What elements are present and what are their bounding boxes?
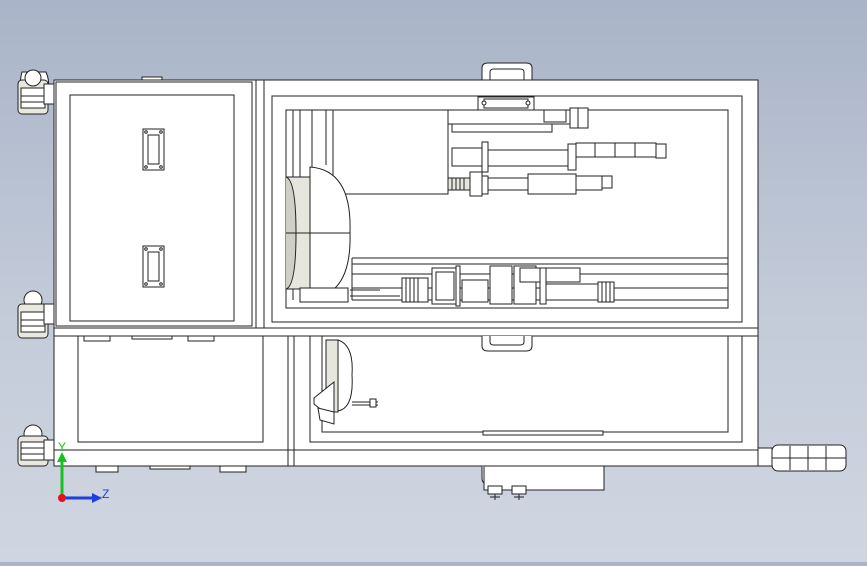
- z-axis-label: Z: [102, 487, 110, 501]
- caster-bottom-left[interactable]: [17, 424, 55, 467]
- door-latch-upper[interactable]: [142, 128, 165, 171]
- caster-middle-left[interactable]: [17, 290, 55, 339]
- linear-slide-assembly[interactable]: [401, 265, 615, 307]
- triad-origin: [58, 494, 66, 502]
- lower-right-window: [321, 335, 729, 433]
- triad-arrows: [57, 452, 102, 503]
- caster-top-left[interactable]: [17, 69, 55, 115]
- foot-pad-center: [149, 465, 191, 470]
- foot-pad-left: [95, 465, 119, 473]
- bottom-caster[interactable]: [481, 465, 605, 500]
- threaded-rod-assembly[interactable]: [447, 171, 613, 197]
- push-handle-right[interactable]: [757, 444, 847, 472]
- coordinate-triad: Y Z: [48, 440, 110, 506]
- pneumatic-cylinder-upper[interactable]: [451, 141, 667, 173]
- pulley-wheel[interactable]: [285, 166, 351, 299]
- lower-left-door-panel[interactable]: [77, 335, 264, 443]
- foot-pad-right: [219, 465, 247, 473]
- top-handle[interactable]: [481, 62, 533, 80]
- lower-pulley-assembly[interactable]: [313, 339, 378, 425]
- motor-housing[interactable]: [332, 109, 449, 195]
- middle-handle[interactable]: [481, 336, 533, 352]
- z-axis-head: [92, 493, 102, 503]
- y-axis-head: [57, 452, 67, 462]
- door-latch-lower[interactable]: [142, 245, 165, 288]
- y-axis-label: Y: [58, 440, 67, 454]
